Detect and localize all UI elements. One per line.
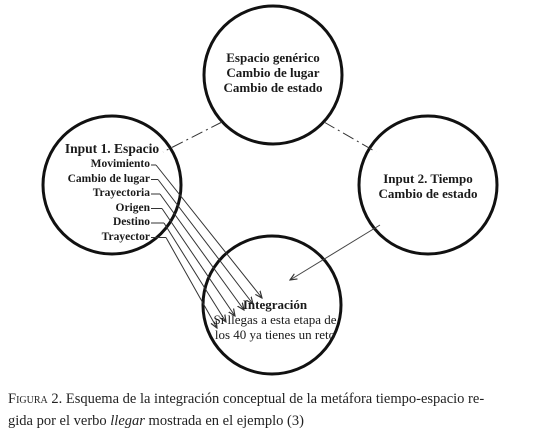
input1-element: Destino (112, 216, 150, 228)
generic-space-line1: Cambio de lugar (226, 65, 320, 80)
mapping-arrow (165, 237, 217, 329)
conceptual-integration-diagram: Espacio genérico Cambio de lugar Cambio … (41, 4, 499, 376)
generic-space-title: Espacio genérico (226, 50, 320, 65)
mapping-arrow (161, 208, 235, 317)
caption-italic-word: llegar (110, 413, 145, 429)
input1-element: Movimiento (90, 158, 150, 170)
input1-circle (41, 114, 183, 256)
generic-space-line2: Cambio de estado (223, 80, 323, 95)
blend-title: Integración (242, 297, 308, 312)
caption-text-3: mostrada en el ejemplo (3) (144, 413, 304, 429)
generic-to-input1-connector (162, 121, 223, 153)
input1-element: Origen (115, 201, 151, 214)
diagram-svg (41, 4, 499, 376)
figure-caption: Figura 2. Esquema de la integración conc… (8, 388, 544, 432)
input2-to-blend-arrow (290, 224, 381, 280)
input1-element: Cambio de lugar (67, 172, 150, 185)
input2-title: Input 2. Tiempo (383, 171, 473, 186)
input2-circle (357, 114, 499, 256)
generic-space-text: Espacio genérico Cambio de lugar Cambio … (203, 50, 343, 95)
input2-line1: Cambio de estado (378, 186, 478, 201)
input1-title: Input 1. Espacio (64, 141, 160, 156)
input2-text: Input 2. Tiempo Cambio de estado (360, 171, 496, 201)
mapping-lines (151, 164, 262, 329)
blend-line2: los 40 ya tienes un reto (214, 327, 336, 342)
input1-element: Trayector (101, 230, 150, 243)
caption-text-2: gida por el verbo (8, 413, 111, 429)
generic-space-circle (202, 4, 344, 146)
mapping-arrow (159, 193, 244, 310)
input1-element: Trayectoria (92, 187, 150, 199)
blend-circle (201, 234, 343, 376)
mapping-arrow (163, 222, 226, 322)
mapping-arrow (155, 164, 262, 298)
generic-to-input2-connector (323, 121, 377, 153)
blend-text: Integración Si llegas a esta etapa de lo… (205, 297, 345, 342)
mapping-arrow (157, 179, 253, 305)
caption-text-1: Esquema de la integración conceptual de … (62, 391, 485, 407)
blend-line1: Si llegas a esta etapa de (213, 312, 337, 327)
caption-label: Figura 2. (8, 391, 63, 407)
